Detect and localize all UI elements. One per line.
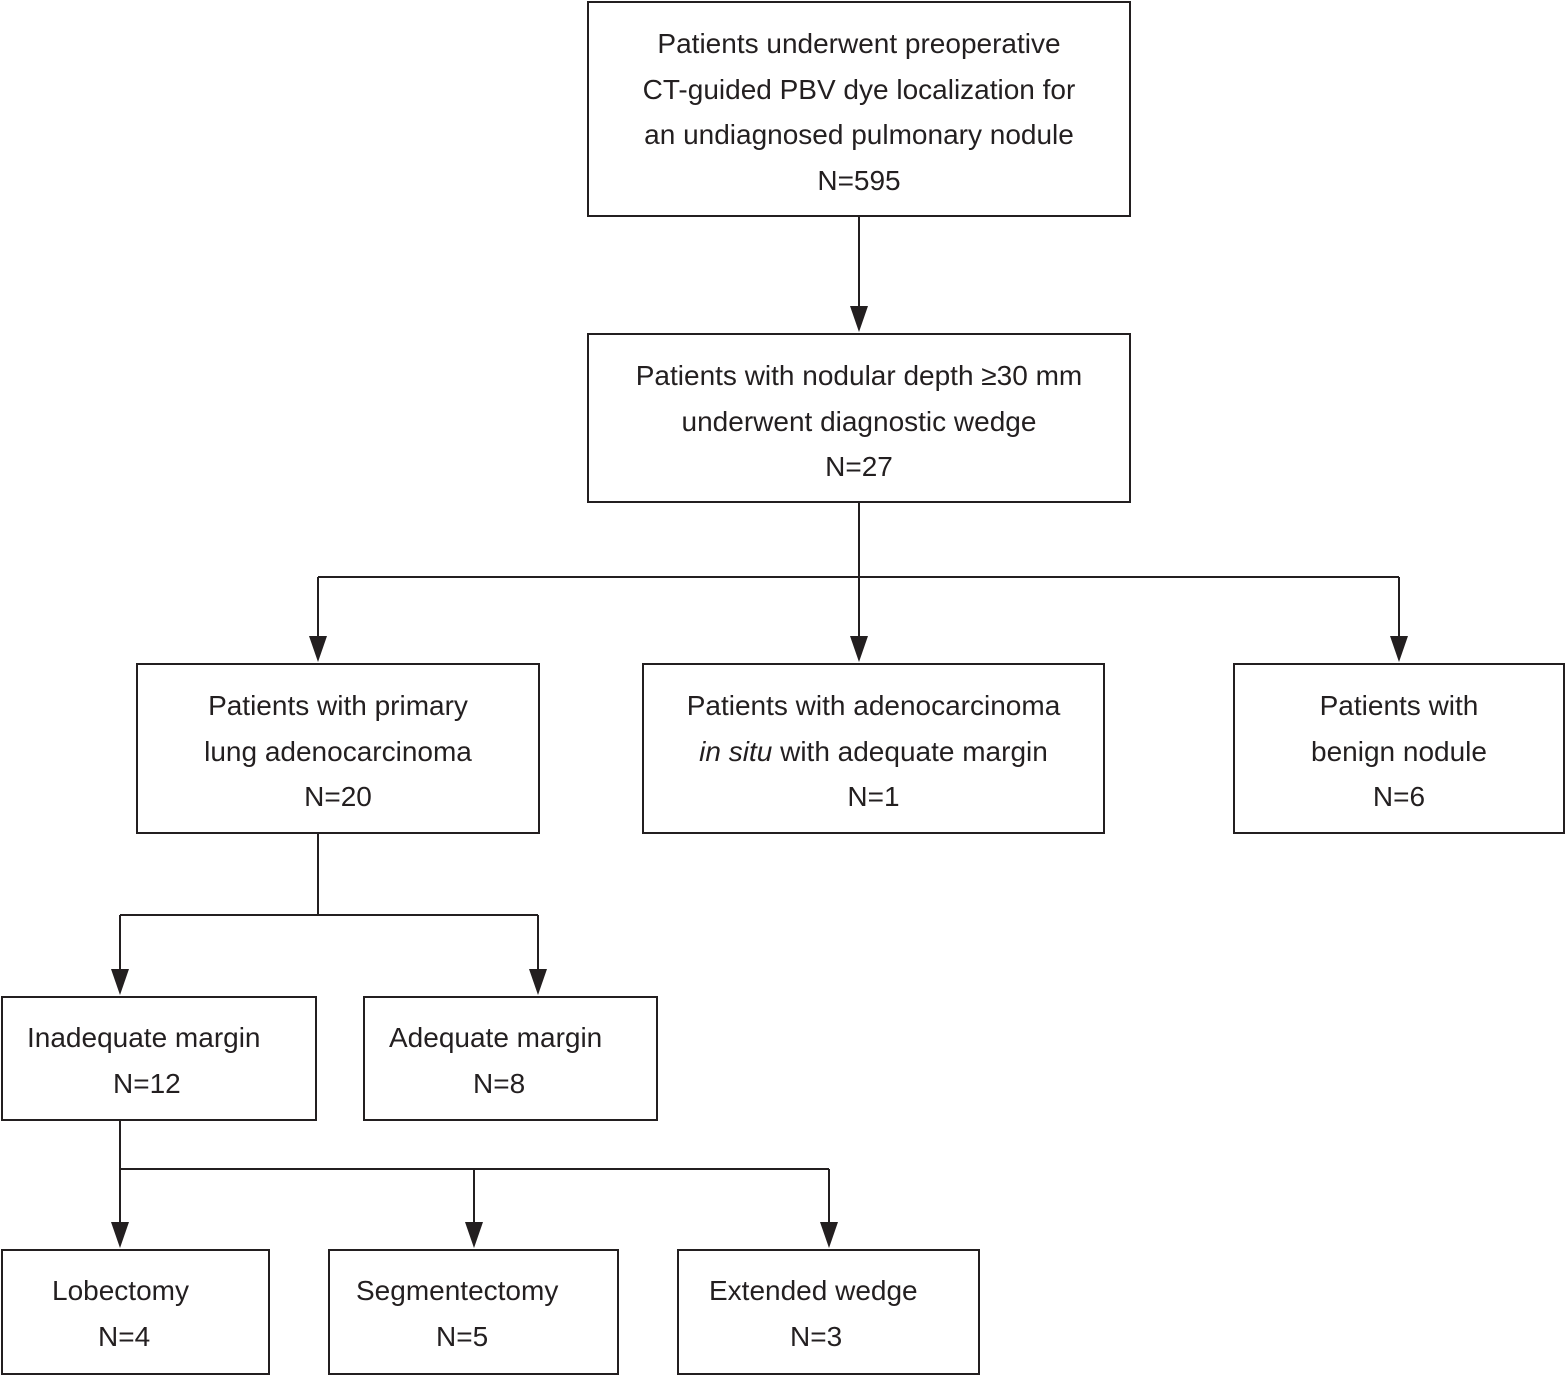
box-text-line: Patients with adenocarcinoma xyxy=(686,690,1061,721)
arrowhead-wedge-to-benign xyxy=(1390,636,1408,662)
box-count: N=20 xyxy=(304,781,372,812)
box-text-line-rest: with adequate margin xyxy=(772,735,1048,767)
box-count: N=4 xyxy=(98,1320,151,1352)
box-label: Inadequate margin xyxy=(27,1022,261,1053)
box-screened-patients: Patients underwent preoperative CT-guide… xyxy=(587,1,1131,217)
box-text-line: Patients underwent preoperative xyxy=(657,28,1061,59)
box-count: N=3 xyxy=(790,1320,843,1352)
box-text-line: an undiagnosed pulmonary nodule xyxy=(644,119,1074,150)
box-text-line: in situ with adequate margin xyxy=(644,729,1103,775)
box-text-line: Patients with xyxy=(1319,690,1479,721)
connector-primary-split xyxy=(120,834,538,916)
box-count: N=12 xyxy=(113,1067,181,1099)
box-text-line: underwent diagnostic wedge xyxy=(681,405,1037,437)
box-label: Extended wedge xyxy=(709,1275,918,1306)
box-text-line: Patients with primary xyxy=(208,690,468,721)
box-lobectomy: Lobectomy N=4 xyxy=(1,1249,270,1375)
arrowhead-inadequate-to-extended xyxy=(820,1222,838,1248)
arrowhead-primary-to-inadequate xyxy=(111,969,129,995)
arrowhead-primary-to-adequate xyxy=(529,969,547,995)
box-count: N=6 xyxy=(1372,781,1426,812)
box-inadequate-margin: Inadequate margin N=12 xyxy=(1,996,317,1121)
box-primary-adenocarcinoma: Patients with primary lung adenocarcinom… xyxy=(136,663,540,834)
box-segmentectomy: Segmentectomy N=5 xyxy=(328,1249,619,1375)
box-adenocarcinoma-in-situ: Patients with adenocarcinoma in situ wit… xyxy=(642,663,1105,834)
box-adequate-margin: Adequate margin N=8 xyxy=(363,996,658,1121)
box-diagnostic-wedge: Patients with nodular depth ≥30 mm under… xyxy=(587,333,1131,503)
box-count: N=595 xyxy=(817,164,901,196)
arrowhead-screened-to-wedge xyxy=(850,306,868,332)
box-count: N=1 xyxy=(847,781,900,812)
box-label: Segmentectomy xyxy=(356,1275,559,1306)
box-text-line: lung adenocarcinoma xyxy=(204,735,472,767)
arrowhead-wedge-to-ais xyxy=(850,636,868,662)
in-situ-term: in situ xyxy=(699,735,773,767)
box-label: Adequate margin xyxy=(389,1022,603,1053)
arrowhead-inadequate-to-lobectomy xyxy=(111,1222,129,1248)
box-count: N=8 xyxy=(473,1067,526,1099)
box-benign-nodule: Patients with benign nodule N=6 xyxy=(1233,663,1565,834)
connector-inadequate-split xyxy=(119,1121,829,1170)
box-text-line: benign nodule xyxy=(1311,735,1487,767)
box-text-line: CT-guided PBV dye localization for xyxy=(642,73,1076,105)
arrowhead-wedge-to-primary xyxy=(309,636,327,662)
box-text-line: Patients with nodular depth ≥30 mm xyxy=(635,360,1083,391)
box-label: Lobectomy xyxy=(52,1275,189,1306)
connector-wedge-split xyxy=(318,503,1399,578)
box-count: N=5 xyxy=(436,1320,489,1352)
box-extended-wedge: Extended wedge N=3 xyxy=(677,1249,980,1375)
arrowhead-inadequate-to-segmentectomy xyxy=(465,1222,483,1248)
box-count: N=27 xyxy=(825,451,893,482)
